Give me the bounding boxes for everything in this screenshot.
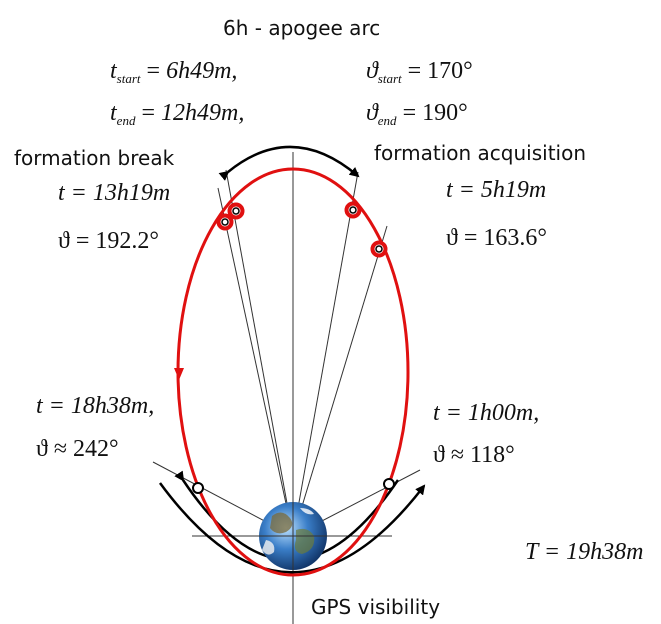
theta-start-label: ϑstart = 170° [366,58,473,86]
gps-visibility-label: GPS visibility [311,595,441,619]
formation-acquisition-time: t = 5h19m [446,177,547,203]
formation-acquisition-markers [344,201,388,258]
gps-gain-anomaly: ϑ ≈ 118° [433,442,515,468]
earth-icon [259,502,327,570]
gps-gain-time: t = 1h00m, [433,400,540,426]
formation-break-markers [216,202,245,231]
apogee-arc-arrow [218,145,360,181]
t-start-label: tstart = 6h49m, [110,58,238,86]
theta-end-label: ϑend = 190° [366,100,468,128]
formation-break-anomaly: ϑ = 192.2° [58,228,160,254]
t-end-label: tend = 12h49m, [110,100,245,128]
formation-acquisition-anomaly: ϑ = 163.6° [446,225,548,251]
gps-loss-time: t = 18h38m, [36,393,155,419]
orbit-direction-arrow-icon [174,368,184,380]
formation-break-label: formation break [14,146,175,170]
diagram-title: 6h - apogee arc [223,16,381,40]
radial-lines [152,169,421,537]
formation-acquisition-label: formation acquisition [374,141,587,165]
formation-break-time: t = 13h19m [58,180,171,206]
gps-loss-anomaly: ϑ ≈ 242° [36,436,119,462]
gps-boundary-markers [192,478,395,494]
gps-arc-outer [158,482,426,574]
orbital-period: T = 19h38m [525,539,644,565]
